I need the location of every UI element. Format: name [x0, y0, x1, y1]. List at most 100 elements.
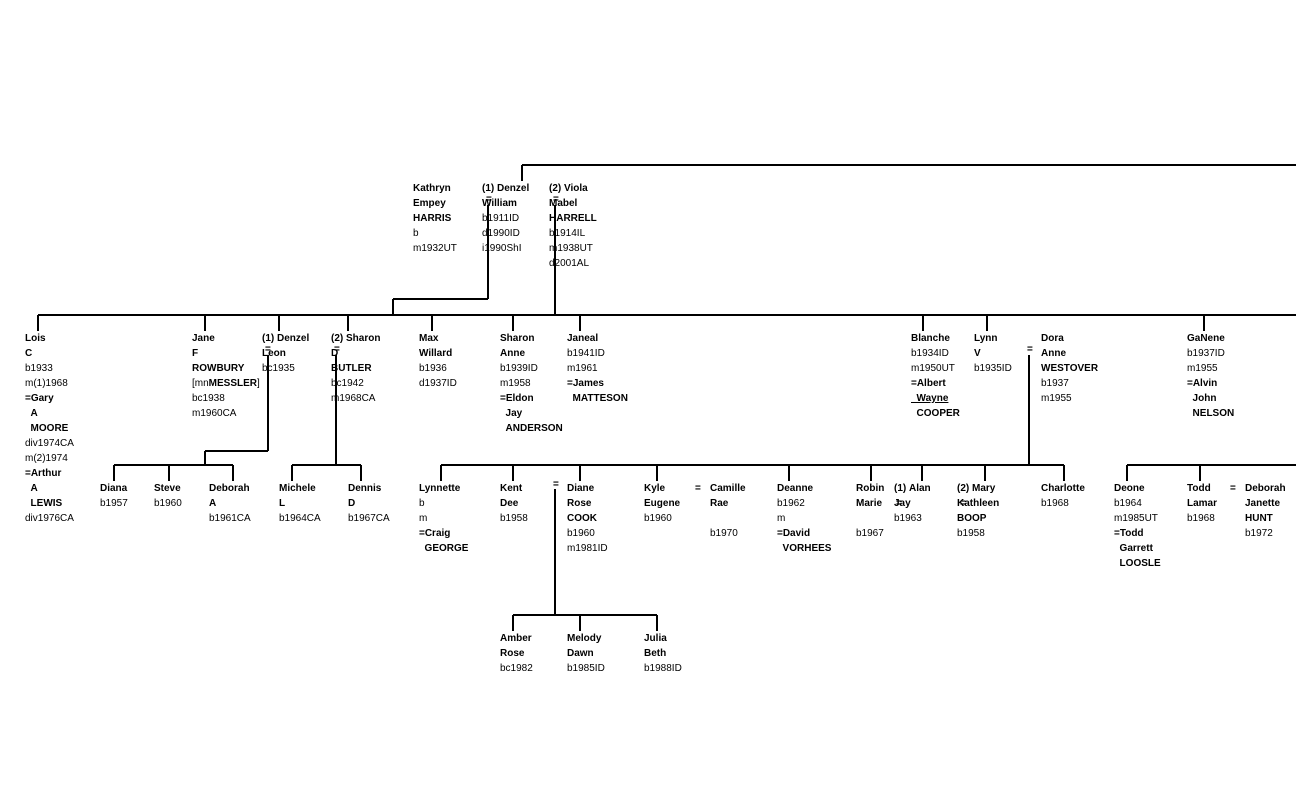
person-detail-line: =David: [777, 528, 811, 539]
person-detail-line: HARRIS: [413, 213, 452, 224]
person-detail-line: b1967: [856, 528, 884, 539]
person-detail-line: D: [348, 498, 356, 509]
person-detail-line: A: [209, 498, 217, 509]
person-detail-line: b1914IL: [549, 228, 586, 239]
person-detail-line: Janeal: [567, 333, 599, 344]
person-detail-line: MOORE: [25, 423, 69, 434]
marriage-symbol: =: [486, 194, 492, 205]
person-detail-line: Eugene: [644, 498, 681, 509]
person-detail-line: [856, 511, 884, 526]
person-detail-line: Deanne: [777, 483, 814, 494]
person-detail-line: HUNT: [1245, 513, 1273, 524]
person-detail-line: LEWIS: [25, 498, 63, 509]
person-detail-line: Deone: [1114, 483, 1145, 494]
person-detail-line: Dawn: [567, 648, 594, 659]
person-detail-line: m1985UT: [1114, 513, 1158, 524]
person-detail-line: Kathleen: [957, 498, 1000, 509]
person-detail-line: bc1982: [500, 663, 533, 674]
person-detail-line: div1976CA: [25, 513, 74, 524]
person-detail-line: GEORGE: [419, 543, 469, 554]
person-detail-line: m1938UT: [549, 243, 593, 254]
person-detail-line: b1958: [957, 528, 985, 539]
person-detail-line: m(2)1974: [25, 453, 68, 464]
person-detail-line: (2) Viola: [549, 183, 588, 194]
person-detail-line: b1936: [419, 363, 447, 374]
marriage-symbol: =: [553, 479, 559, 490]
person-detail-line: bc1938: [192, 393, 225, 404]
person-detail-line: Deborah: [1245, 483, 1286, 494]
person-detail-line: Sharon: [500, 333, 535, 344]
person-detail-line: Lois: [25, 333, 46, 344]
person-detail-line: Jay: [894, 498, 911, 509]
person-detail-line: William: [482, 198, 517, 209]
person-detail-line: b1939ID: [500, 363, 538, 374]
person-detail-line: =James: [567, 378, 604, 389]
person-detail-line: b1972: [1245, 528, 1273, 539]
person-detail-line: m: [777, 513, 786, 524]
person-detail-line: Diana: [100, 483, 128, 494]
marriage-symbol: =: [553, 194, 559, 205]
person-detail-line: (1) Alan: [894, 483, 931, 494]
person-detail-line: =Craig: [419, 528, 451, 539]
marriage-symbol: =: [1027, 344, 1033, 355]
person-detail-line: ANDERSON: [500, 423, 563, 434]
marriage-symbol: =: [1230, 483, 1236, 494]
person-detail-line: b1937ID: [1187, 348, 1225, 359]
person-detail-line: b1958: [500, 513, 528, 524]
person-detail-line: =Eldon: [500, 393, 534, 404]
person-detail-line: =Arthur: [25, 468, 62, 479]
person-detail-line: (1) Denzel: [262, 333, 310, 344]
person-detail-line: Blanche: [911, 333, 950, 344]
person-detail-line: Rose: [567, 498, 592, 509]
person-detail-line: b1937: [1041, 378, 1069, 389]
person-detail-line: John: [1187, 393, 1217, 404]
person-detail-line: m1968CA: [331, 393, 376, 404]
person-detail-line: Robin: [856, 483, 885, 494]
person-detail-line: [710, 511, 746, 526]
person-detail-line: Anne: [500, 348, 525, 359]
person-detail-line: m1961: [567, 363, 598, 374]
person-detail-line: b1935ID: [974, 363, 1012, 374]
person-detail-line: div1974CA: [25, 438, 74, 449]
person-detail-line: b1911ID: [482, 213, 520, 224]
person-detail-line: b1963: [894, 513, 922, 524]
person-detail-line: Rose: [500, 648, 525, 659]
person-detail-line: b1933: [25, 363, 53, 374]
person-detail-line: Lamar: [1187, 498, 1218, 509]
person-detail-line: Willard: [419, 348, 453, 359]
person-detail-line: b: [419, 498, 425, 509]
person-detail-line: L: [279, 498, 286, 509]
person-detail-line: HARRELL: [549, 213, 597, 224]
person-detail-line: D: [331, 348, 339, 359]
person-detail-line: m1981ID: [567, 543, 608, 554]
person-detail-line: d2001AL: [549, 258, 590, 269]
person-detail-line: d1937ID: [419, 378, 457, 389]
person-detail-line: b1967CA: [348, 513, 390, 524]
person-detail-line: (2) Mary: [957, 483, 996, 494]
person-detail-line: Max: [419, 333, 439, 344]
person-detail-line: m1960CA: [192, 408, 237, 419]
person-detail-line: b1960: [644, 513, 672, 524]
person-detail-line: =Albert: [911, 378, 946, 389]
person-detail-line: Garrett: [1114, 543, 1153, 554]
person-detail-line: Amber: [500, 633, 532, 644]
person-detail-line: b1970: [710, 528, 738, 539]
